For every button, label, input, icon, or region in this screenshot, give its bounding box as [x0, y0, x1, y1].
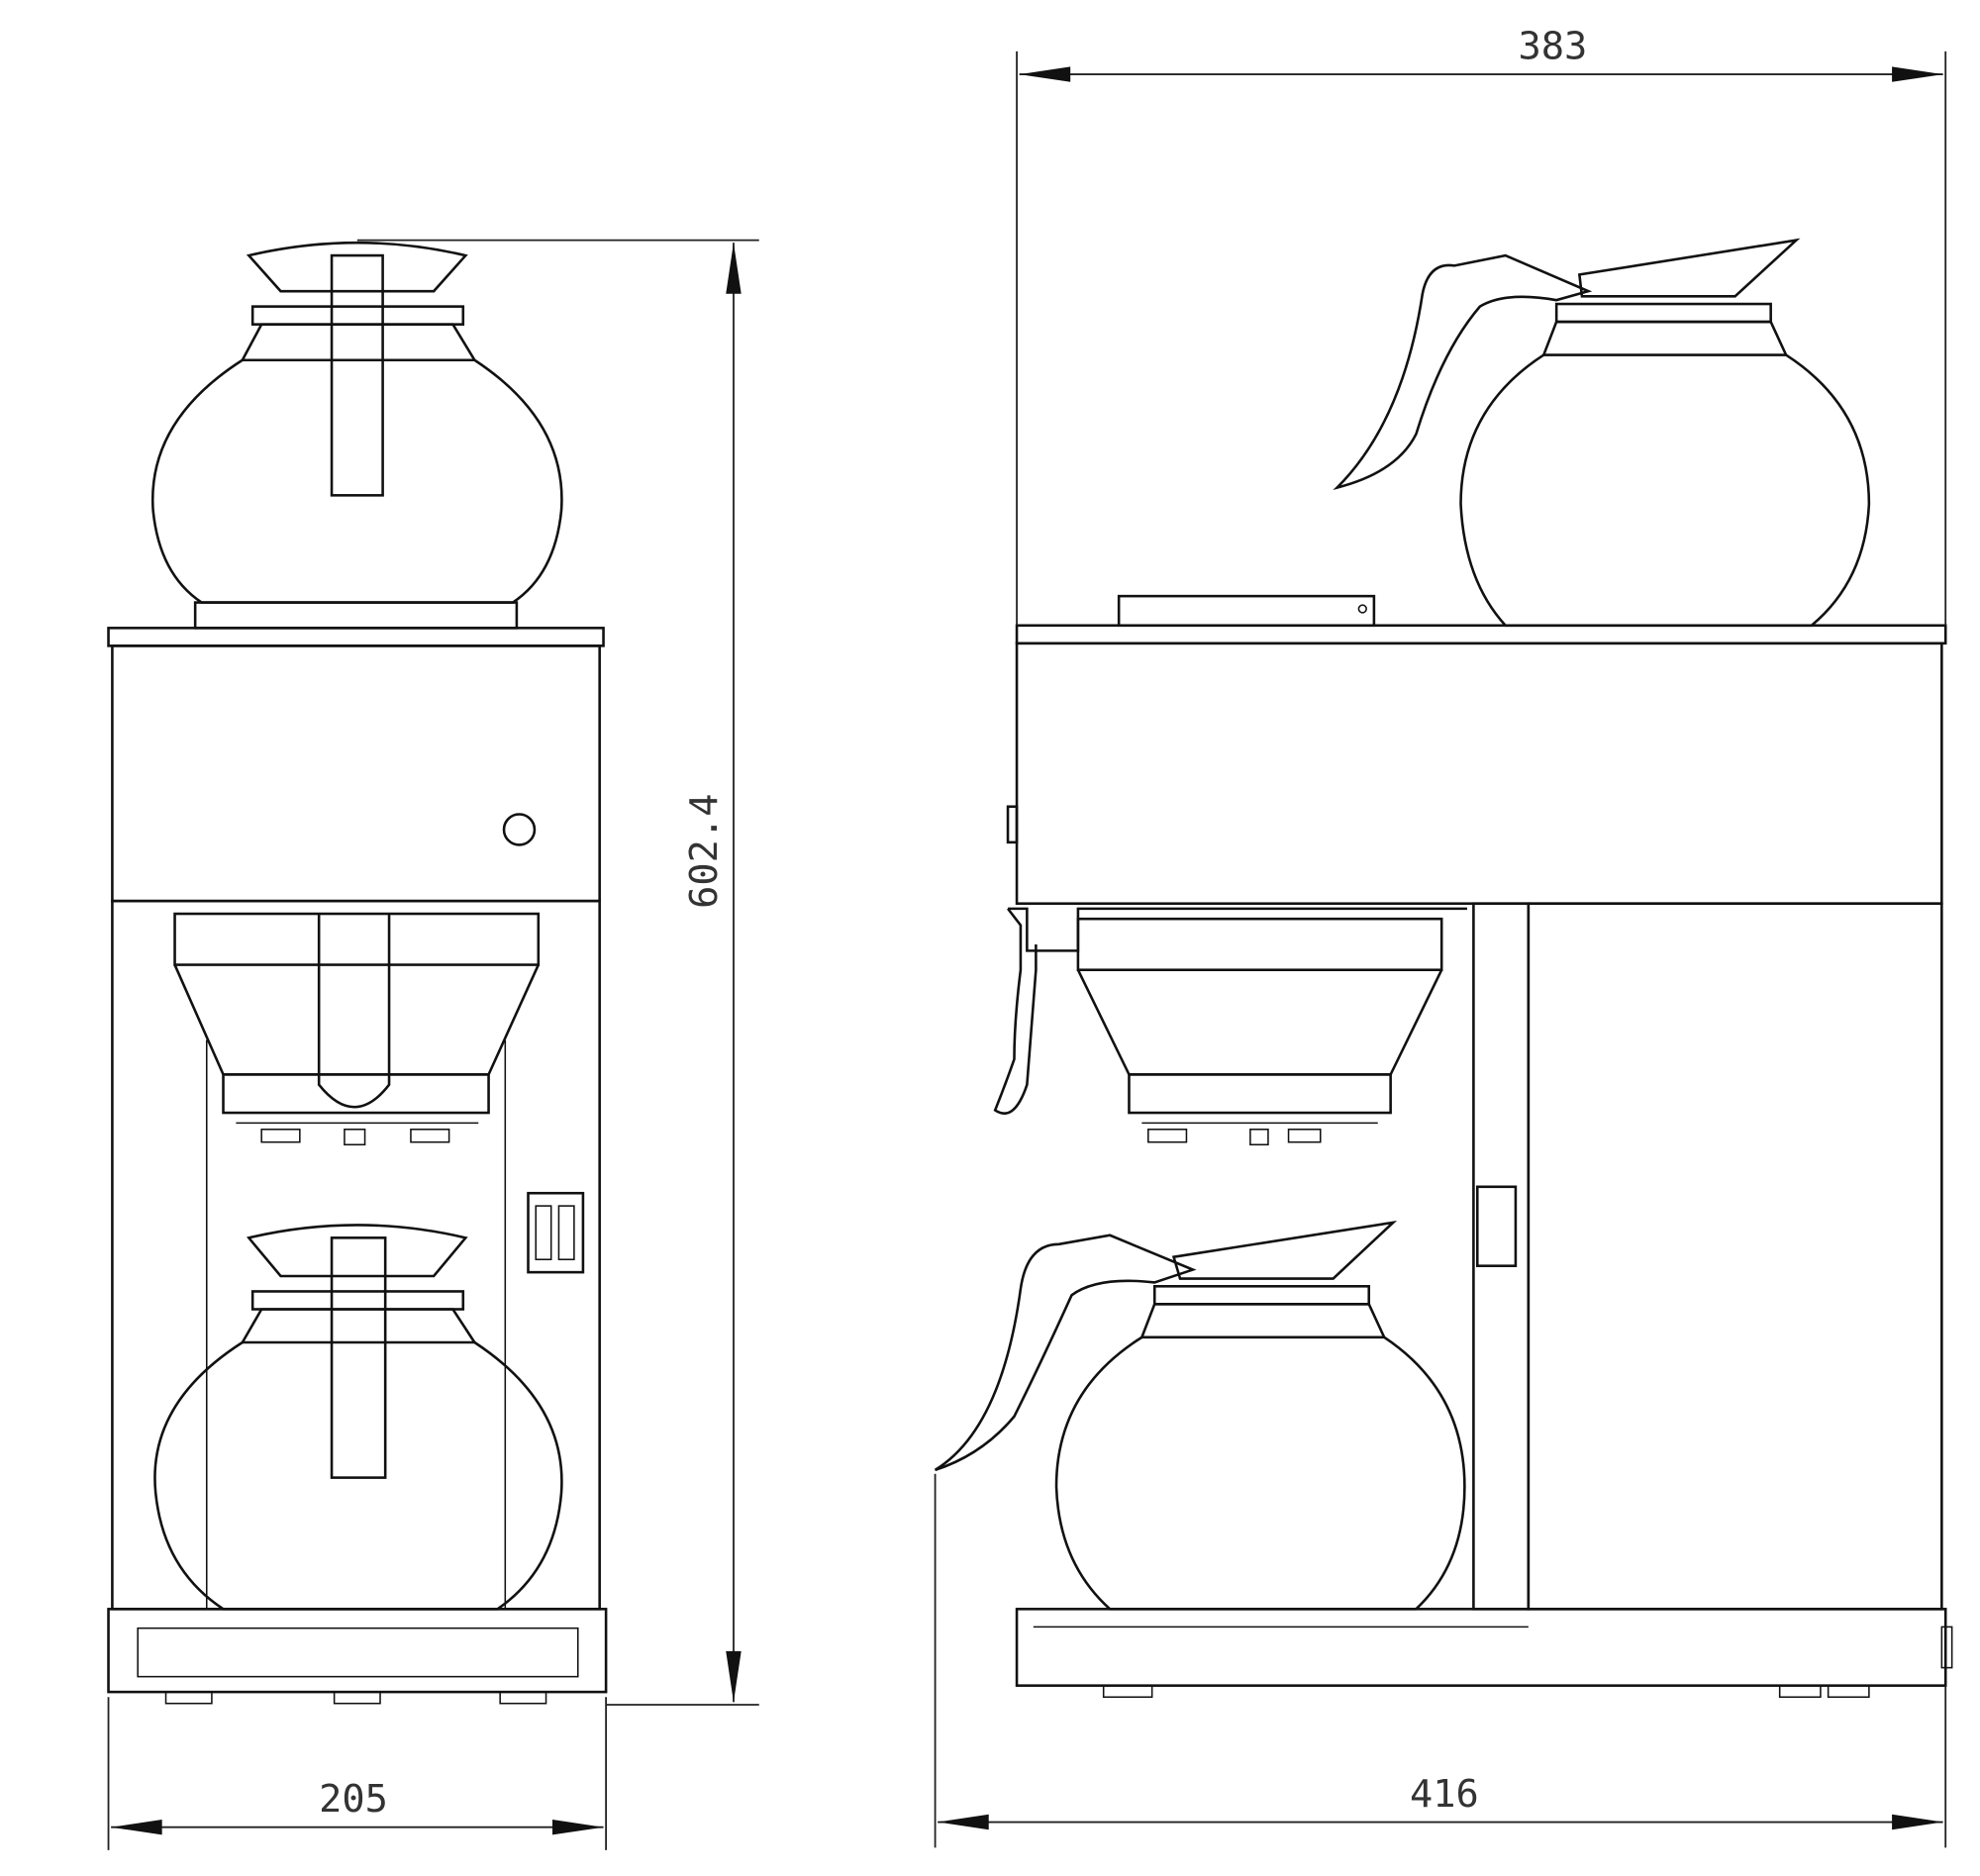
side-bottom-carafe [934, 1220, 1466, 1611]
side-top-carafe [1333, 238, 1871, 628]
side-brew-basket [993, 907, 1467, 1146]
side-upper-housing [1015, 642, 1943, 905]
side-top-plate [1015, 624, 1947, 645]
front-width-label: 205 [319, 1777, 388, 1822]
side-power-switch [1475, 1185, 1518, 1267]
dimension-height: 602.4 [356, 239, 759, 1706]
side-rear-body [1527, 902, 1943, 1611]
front-brew-basket [173, 912, 541, 1146]
front-power-switch [527, 1191, 585, 1274]
side-front-column [1472, 902, 1531, 1611]
front-base [107, 1608, 608, 1694]
front-top-carafe [150, 241, 563, 630]
side-view [934, 238, 1953, 1699]
front-view [107, 241, 608, 1705]
side-top-width-label: 383 [1519, 25, 1588, 69]
dimension-side-overall-width: 416 [934, 1473, 1947, 1848]
front-top-plate [107, 627, 605, 647]
front-upper-housing [111, 644, 601, 903]
height-label: 602.4 [682, 794, 727, 909]
dimension-front-width: 205 [107, 1697, 608, 1850]
front-body [111, 899, 601, 1611]
front-bottom-carafe [153, 1224, 563, 1611]
side-overall-width-label: 416 [1410, 1772, 1479, 1817]
side-base [1015, 1608, 1947, 1687]
front-indicator-light [502, 813, 537, 846]
side-lid [1117, 594, 1376, 628]
dimension-side-top-width: 383 [1016, 25, 1947, 626]
